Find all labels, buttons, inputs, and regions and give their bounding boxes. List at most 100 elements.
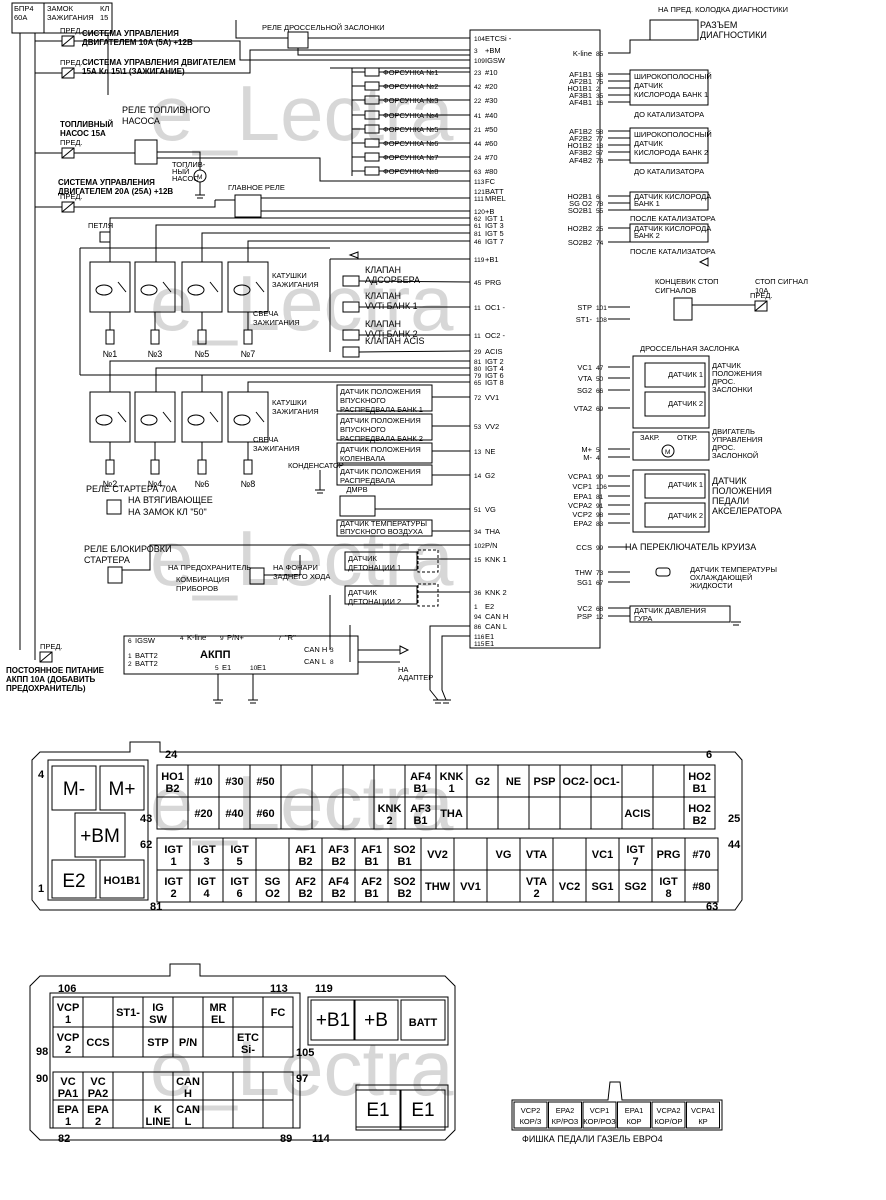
fuse-slash (61, 201, 75, 213)
ecu-pin-number: 78 (596, 201, 604, 208)
ecu-pin-number: 98 (596, 512, 604, 519)
watermark-text: e_Lectra (150, 1024, 454, 1112)
ecu-pin-label: IGSW (485, 56, 506, 65)
connector-1-row4-label: VV1 (460, 881, 481, 893)
throttle-close-label: ЗАКР. (640, 433, 660, 442)
arrow-marker (348, 251, 359, 259)
cylinder-number: №7 (241, 349, 256, 359)
coils-bottom-label: КАТУШКИ (272, 398, 307, 407)
connector-1-row1-label: OC1- (593, 776, 620, 788)
ecu-pin-label: VCP2 (572, 510, 592, 519)
pin-cell (74, 812, 126, 858)
ecu-pin-label: #80 (485, 167, 498, 176)
ecu-pin-label: E1 (485, 639, 494, 648)
ecu-pin-number: 11 (474, 305, 481, 312)
psp-label: ГУРА (634, 614, 652, 623)
ecu-pin-label: AF4B2 (569, 156, 592, 165)
pedal-pin-name: VCPA1 (691, 1106, 715, 1115)
ecu-pin-label: IGT 6 (485, 371, 504, 380)
ecu-pin-label: E1 (485, 632, 494, 641)
plugs-top-label: ЗАЖИГАНИЯ (253, 318, 300, 327)
coolant-label: ЖИДКОСТИ (690, 581, 733, 590)
injector-label: ФОРСУНКА №3 (383, 96, 438, 105)
injector-label: ФОРСУНКА №6 (383, 139, 438, 148)
bottom-spark-plug (105, 459, 115, 475)
ecu-pin-number: 50 (596, 376, 604, 383)
knock-sensor-1-label: ДАТЧИК (348, 554, 377, 563)
throttle-motor-label: ЗАСЛОНКОЙ (712, 451, 758, 460)
pedal-pin-cell (582, 1101, 617, 1129)
bottom-coil-box (181, 391, 223, 443)
injector-label: ФОРСУНКА №5 (383, 125, 438, 134)
ecu-pin-label: IGT 8 (485, 378, 504, 387)
capacitor-label: КОНДЕНСАТОР (288, 461, 344, 470)
connector-1-row3-label: VTA (526, 849, 547, 861)
connector-1-row2-cell (683, 796, 716, 830)
ecu-pin-number: 18 (596, 143, 604, 150)
connector-1-row1-label: #50 (256, 776, 274, 788)
ecu-pin-number: 75 (596, 79, 604, 86)
throttle-motor-label: ДРОС. (712, 443, 735, 452)
connector-1-row4-label: AF2 (295, 876, 316, 888)
connector-2-row2-label: P/N (179, 1037, 197, 1049)
connector-2-big-pin: +B1 (316, 1010, 350, 1031)
ecu-pin-number: 53 (474, 424, 482, 431)
combination-label: ПРИБОРОВ (176, 584, 218, 593)
ecu-pin-number: 47 (596, 365, 604, 372)
cam-sensor-2-label: РАСПРЕДВАЛА БАНК 2 (340, 434, 423, 443)
fuse-stop-text: 10А (755, 286, 768, 295)
ecu-pin-number: 121 (474, 189, 485, 196)
akpp-pin-label: CAN H (304, 645, 327, 654)
connector-1-row3-label: 5 (236, 856, 242, 868)
coils-top-label: ЗАЖИГАНИЯ (272, 280, 319, 289)
ecu-pin-label: PSP (577, 612, 592, 621)
top-coil-box (89, 261, 131, 313)
bottom-coil-winding (95, 414, 113, 426)
bottom-coil-winding (233, 414, 251, 426)
connector-1-outline (31, 741, 743, 911)
connector-2-big-pin: BATT (409, 1017, 438, 1029)
connector-1-row2-label: HO2 (688, 803, 711, 815)
ecu-pin-label: +BM (485, 46, 501, 55)
throttle-open-label: ОТКР. (677, 433, 697, 442)
connector-1-row3-label: PRG (657, 849, 681, 861)
connector-1-pin-number: 1 (38, 883, 44, 895)
connector-1-row1-label: B1 (692, 783, 706, 795)
valve-vvt2-label: КЛАПАН (365, 319, 401, 329)
connector-1-row3-label: #70 (692, 849, 710, 861)
starter-relay-label: РЕЛЕ СТАРТЕРА 70А (86, 484, 177, 494)
ecu-pin-number: 119 (474, 257, 485, 264)
connector-2-row3-label: CAN (176, 1076, 200, 1088)
connector-1-row3-label: IGT (197, 844, 216, 856)
ecu-pin-number: 1 (474, 604, 478, 611)
ecu-pin-number: 120 (474, 209, 485, 216)
o2-wide-2-label: ШИРОКОПОЛОСНЫЙ (634, 130, 712, 139)
pedal-pin-color: КОР/ОР (654, 1117, 682, 1126)
reverse-light-label: НА ФОНАРИ (273, 563, 318, 572)
ecu-pin-number: 5 (596, 447, 600, 454)
connector-1-big-pin: M- (63, 779, 85, 800)
bottom-coil-winding (187, 414, 205, 426)
ecu-pin-label: E2 (485, 602, 494, 611)
bottom-spark-plug (243, 459, 253, 475)
ecu-pin-label: VCPA2 (568, 501, 592, 510)
ecu-pin-number: 25 (596, 226, 604, 233)
pedal-pin-color: КОР/З (520, 1117, 542, 1126)
connector-1-row1-label: PSP (533, 776, 555, 788)
ecu-pin-label: +B1 (485, 255, 499, 264)
pedal-sensor-label: АКСЕЛЕРАТОРА (712, 506, 782, 516)
ecu-pin-label: VTA2 (574, 404, 592, 413)
pedal-box (632, 469, 710, 533)
wire (441, 635, 470, 701)
ecu-pin-number: 86 (474, 624, 482, 631)
watermark-text: e_Lectra (150, 759, 454, 847)
fuse-sys3-text: ДВИГАТЕЛЕМ 20А (25А) +12В (58, 187, 173, 196)
connector-1-row4-label: B2 (298, 888, 312, 900)
knock-sensor-2-label: ДЕТОНАЦИИ 2 (348, 597, 401, 606)
component-shapes (11, 2, 768, 1141)
ecu-pin-label: CAN H (485, 612, 508, 621)
akpp-pin-label: CAN L (304, 657, 326, 666)
fuse-fuel-pump-text: ТОПЛИВНЫЙ (60, 120, 113, 129)
after-cat-label-2: ПОСЛЕ КАТАЛИЗАТОРА (630, 247, 716, 256)
